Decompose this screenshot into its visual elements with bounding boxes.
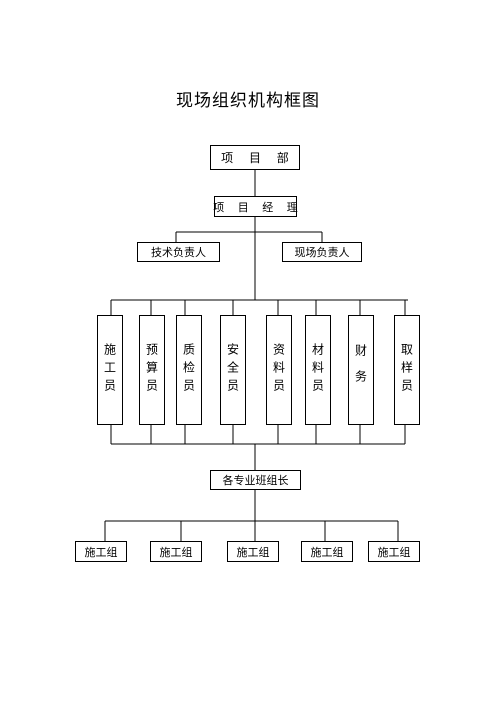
node-work-group: 施工组: [75, 541, 127, 562]
staff-label: 安全员: [225, 343, 240, 397]
staff-label: 资料员: [271, 343, 286, 397]
staff-label: 财务: [353, 344, 368, 396]
node-technical-lead: 技术负责人: [137, 242, 220, 262]
staff-label: 质检员: [181, 343, 196, 397]
staff-label: 施工员: [102, 343, 117, 397]
node-work-group: 施工组: [150, 541, 202, 562]
node-staff-materials: 材料员: [305, 315, 331, 425]
node-work-group: 施工组: [227, 541, 279, 562]
staff-label: 预算员: [144, 343, 159, 397]
node-project-dept: 项 目 部: [210, 145, 300, 170]
node-team-foremen: 各专业班组长: [210, 470, 301, 490]
node-staff-quality: 质检员: [176, 315, 202, 425]
node-staff-budget: 预算员: [139, 315, 165, 425]
node-staff-finance: 财务: [348, 315, 374, 425]
node-staff-construction: 施工员: [97, 315, 123, 425]
node-staff-safety: 安全员: [220, 315, 246, 425]
node-project-manager: 项 目 经 理: [213, 196, 298, 217]
node-work-group: 施工组: [368, 541, 420, 562]
node-work-group: 施工组: [301, 541, 353, 562]
staff-label: 材料员: [310, 343, 325, 397]
chart-title: 现场组织机构框图: [176, 91, 320, 111]
node-staff-documents: 资料员: [266, 315, 292, 425]
node-staff-sampling: 取样员: [394, 315, 420, 425]
staff-label: 取样员: [399, 343, 414, 397]
node-site-lead: 现场负责人: [282, 242, 362, 262]
